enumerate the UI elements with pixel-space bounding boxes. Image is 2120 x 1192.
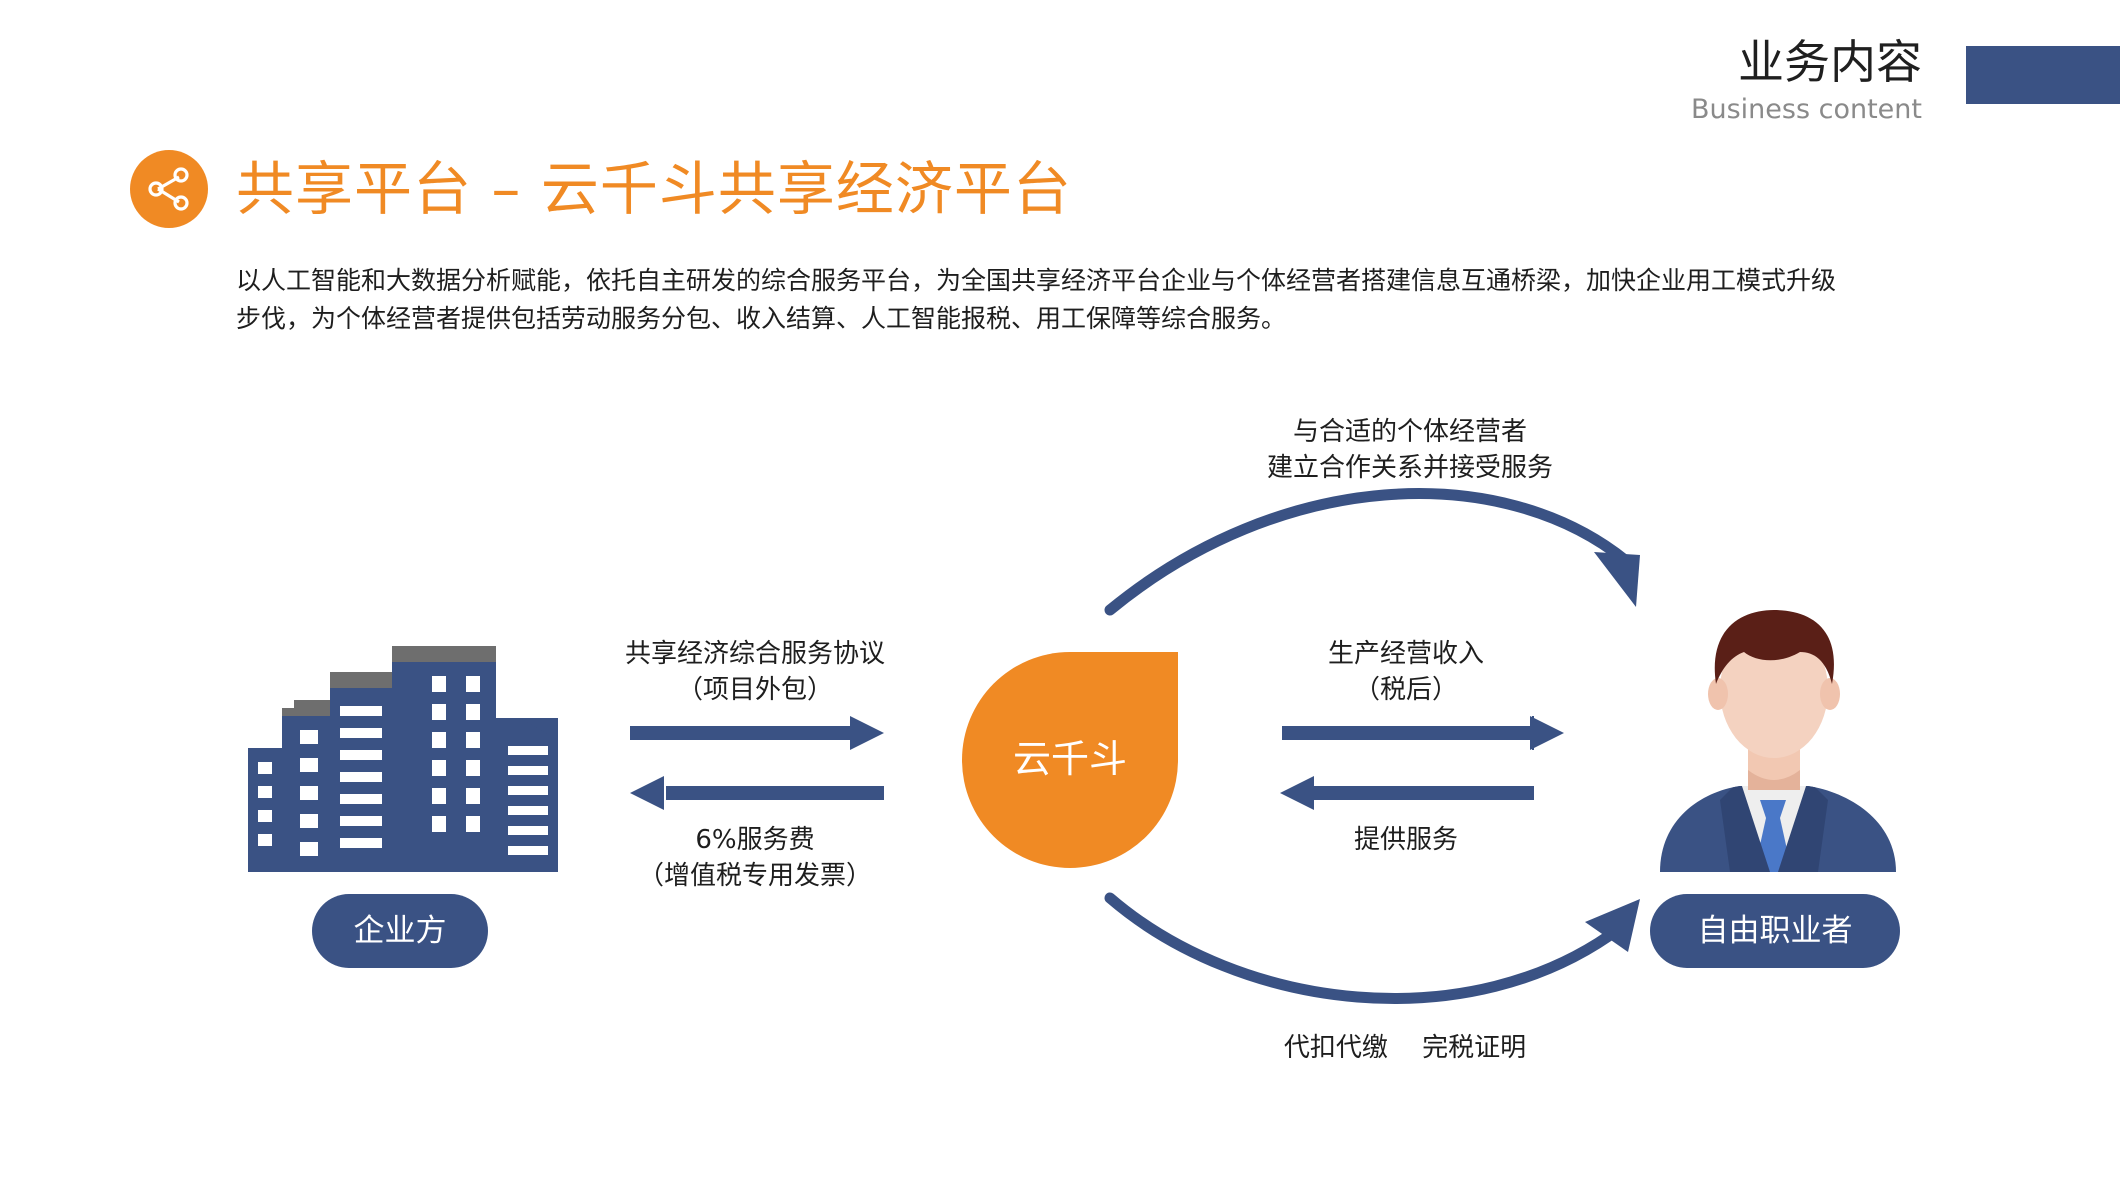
- left-top-caption-line1: 共享经济综合服务协议: [624, 639, 885, 669]
- intro-paragraph: 以人工智能和大数据分析赋能，依托自主研发的综合服务平台，为全国共享经济平台企业与…: [236, 266, 1837, 333]
- top-arc-arrow: [1104, 488, 1640, 616]
- top-arc-caption: 与合适的个体经营者 建立合作关系并接受服务: [1210, 414, 1610, 486]
- page-title: 共享平台 – 云千斗共享经济平台: [236, 155, 1072, 223]
- center-drop-shape: [962, 652, 1178, 868]
- building-icon: [248, 646, 558, 872]
- bottom-arc-caption: 代扣代缴 完税证明: [1283, 1033, 1527, 1063]
- right-right-arrow: [1282, 716, 1564, 750]
- left-top-caption-line2: （项目外包）: [676, 675, 833, 705]
- left-right-arrow: [630, 716, 884, 750]
- right-bottom-caption-line1: 提供服务: [1353, 825, 1458, 855]
- left-left-arrow: [630, 776, 884, 810]
- bottom-arc-arrow: [1104, 892, 1640, 1004]
- top-arc-caption-line2: 建立合作关系并接受服务: [1266, 453, 1553, 483]
- section-title: 业务内容: [1738, 35, 1922, 89]
- left-top-caption: 共享经济综合服务协议 （项目外包）: [590, 636, 920, 708]
- left-bottom-caption-line1: 6%服务费: [695, 825, 815, 855]
- person-icon: [1660, 610, 1896, 872]
- freelancer-label: 自由职业者: [1650, 894, 1900, 968]
- left-bottom-caption: 6%服务费 （增值税专用发票）: [590, 822, 920, 894]
- center-platform-label: 云千斗: [1012, 737, 1127, 781]
- right-top-caption-line2: （税后）: [1353, 675, 1458, 705]
- share-icon: [130, 150, 208, 228]
- enterprise-label: 企业方: [312, 894, 488, 968]
- right-top-caption-line1: 生产经营收入: [1327, 639, 1484, 669]
- left-bottom-caption-line2: （增值税专用发票）: [637, 861, 872, 891]
- right-bottom-caption: 提供服务: [1256, 822, 1556, 858]
- section-subtitle: Business content: [1690, 94, 1922, 125]
- section-marker-bar: [1966, 46, 2120, 104]
- right-left-arrow: [1280, 776, 1534, 810]
- top-arc-caption-line1: 与合适的个体经营者: [1292, 417, 1527, 447]
- right-top-caption: 生产经营收入 （税后）: [1256, 636, 1556, 708]
